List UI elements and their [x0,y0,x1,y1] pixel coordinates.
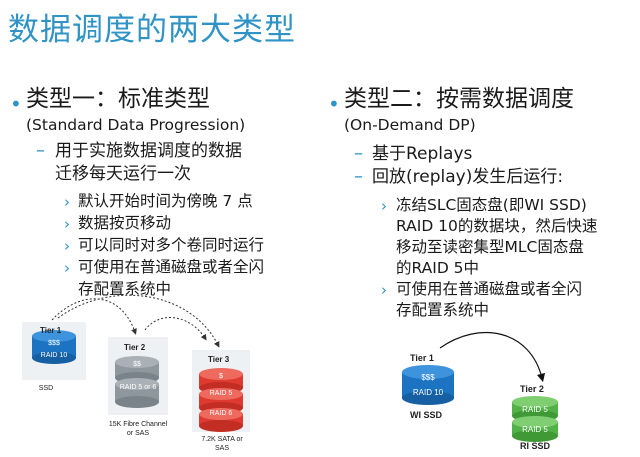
right-sub1-line2: RAID 10的数据块，然后快速 [396,217,598,235]
right-sub1-line3: 移动至读密集型MLC固态盘 [396,238,584,256]
tier1-caption: SSD [38,385,54,392]
right-tier1-caption: WI SSD [410,410,443,420]
right-tier1-cost: $$$ [421,373,435,382]
left-bullet-4: 可使用在普通磁盘或者全闪 [78,258,265,276]
tier3-caption-1: 7.2K SATA or [201,436,243,443]
tier2-caption-1: 15K Fibre Channel [108,421,168,428]
right-tier2-label: Tier 2 [520,384,544,394]
right-tier-diagram [402,331,558,442]
bullet-dot: • [328,92,340,116]
right-sub2-line1: 可使用在普通磁盘或者全闪 [396,280,583,298]
left-item-line2: 迁移每天运行一次 [55,164,191,184]
right-tier1-label: Tier 1 [410,353,434,363]
dash-marker: – [354,143,363,164]
slide-title: 数据调度的两大类型 [8,12,296,48]
tier3-caption-2: SAS [214,445,229,452]
right-tier2-raid-2: RAID 5 [522,425,548,434]
chevron-icon: › [64,259,70,277]
left-bullet-1: 默认开始时间为傍晚 7 点 [78,192,253,210]
tier2-label: Tier 2 [124,343,146,352]
chevron-icon: › [64,215,70,233]
left-bullet-4-cont: 存配置系统中 [78,280,172,298]
tier1-disk [32,330,76,364]
tier2-disk [115,356,159,408]
chevron-icon: › [381,281,387,299]
right-sub2-line2: 存配置系统中 [396,301,490,319]
tier1-cost: $$$ [48,340,60,347]
tier2-cost: $$ [133,361,141,368]
chevron-icon: › [64,193,70,211]
tier3-cost: $ [219,373,223,380]
right-tier1-raid: RAID 10 [412,388,444,397]
right-tier2-raid-1: RAID 5 [522,405,548,414]
right-tier1-disk [402,365,454,405]
right-sub1-line1: 冻结SLC固态盘(即WI SSD) [396,196,587,214]
bullet-dot: • [10,92,22,116]
right-heading: 类型二：按需数据调度 [344,86,574,112]
tier1-raid: RAID 10 [40,352,68,359]
chevron-icon: › [381,197,387,215]
dash-marker: – [354,166,363,187]
left-subheading: (Standard Data Progression) [26,116,246,134]
right-subheading: (On-Demand DP) [344,116,476,134]
tier2-raid: RAID 5 or 6 [119,384,157,391]
left-item-line1: 用于实施数据调度的数据 [55,141,242,161]
chevron-icon: › [64,237,70,255]
tier2-caption-2: or SAS [126,430,150,437]
right-tier2-caption: RI SSD [520,441,551,451]
dash-marker: – [36,140,45,161]
tier3-disk [199,368,243,432]
tier3-raid-1: RAID 5 [209,390,233,397]
left-bullet-3: 可以同时对多个卷同时运行 [78,236,265,254]
left-heading: 类型一：标准类型 [26,86,210,112]
tier-diagram [32,294,243,432]
left-bullet-2: 数据按页移动 [78,214,172,232]
right-sub1-line4: 的RAID 5中 [396,259,480,277]
tier3-raid-2: RAID 6 [209,410,233,417]
right-tier2-disk [512,396,558,442]
right-item-2: 回放(replay)发生后运行: [372,167,564,187]
tier3-label: Tier 3 [208,355,230,364]
right-item-1: 基于Replays [372,144,473,164]
tier1-label: Tier 1 [40,326,62,335]
